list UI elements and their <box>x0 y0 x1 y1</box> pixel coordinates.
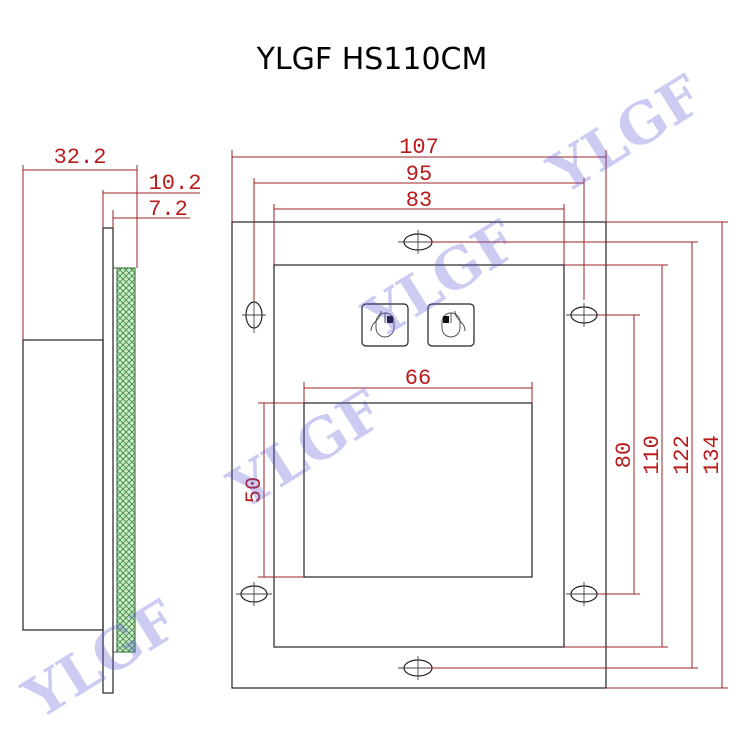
mount-hole-lower-left <box>236 582 272 606</box>
side-mesh-layer <box>116 267 136 653</box>
dim-depth-total: 32.2 <box>54 145 107 170</box>
right-mouse-button <box>427 303 475 347</box>
mouse-right-click-icon <box>441 310 466 338</box>
front-view: 107 95 83 66 50 80 110 12 <box>231 135 728 689</box>
dim-height-outer: 134 <box>700 435 725 475</box>
mount-hole-lower-right <box>566 582 602 606</box>
touchpad <box>303 402 533 578</box>
dim-width-hole-span: 95 <box>406 162 432 187</box>
side-enclosure <box>22 339 104 631</box>
side-panel-plate <box>102 227 114 694</box>
dim-touchpad-width: 66 <box>405 366 431 391</box>
dim-height-inner: 110 <box>640 435 665 475</box>
mount-hole-upper-left <box>242 297 266 333</box>
mouse-left-click-icon <box>370 310 395 338</box>
dim-width-inner: 83 <box>406 188 432 213</box>
watermark-2: YLGF <box>352 207 530 352</box>
dim-width-outer: 107 <box>399 135 439 160</box>
dim-touchpad-height: 50 <box>242 477 267 503</box>
mount-hole-upper-right <box>566 303 602 327</box>
left-mouse-button <box>361 303 409 347</box>
front-panel-inner <box>273 264 565 648</box>
dim-depth-panel: 7.2 <box>148 197 188 222</box>
side-view: 32.2 10.2 7.2 <box>22 145 202 694</box>
front-panel-outer <box>231 221 607 689</box>
dim-height-hole-large: 122 <box>670 435 695 475</box>
dim-height-hole-small: 80 <box>612 442 637 468</box>
watermark-1: YLGF <box>537 62 715 207</box>
page-title: YLGF HS110CM <box>256 42 488 77</box>
watermark-3: YLGF <box>217 377 395 522</box>
dim-depth-mid: 10.2 <box>149 171 202 196</box>
watermark-4: YLGF <box>12 587 190 732</box>
